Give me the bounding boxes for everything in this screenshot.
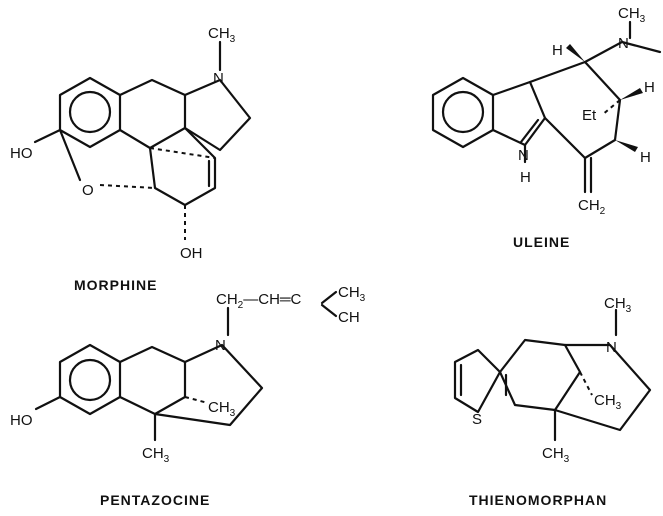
pentazocine-lower-alkene-methyl-bond [320, 303, 338, 318]
uleine-ring-c [528, 60, 622, 160]
uleine-h1-label: H [552, 42, 563, 59]
morphine-ring-c [148, 126, 217, 207]
pentazocine-top-methyl-label: CH3 [338, 284, 366, 304]
pentazocine-methyl-hashed-bond [184, 396, 209, 404]
uleine-nh-h-label: H [520, 169, 531, 186]
thienomorphan-s-label: S [472, 411, 482, 428]
pentazocine-bottom-methyl-label: CH [338, 309, 360, 326]
uleine-n-label: N [618, 35, 629, 52]
uleine-name: ULEINE [513, 234, 570, 250]
morphine-oh-label: OH [180, 245, 203, 262]
pentazocine-aromatic-circle [68, 358, 112, 402]
morphine-structure: HO O OH N CH3 [10, 25, 252, 262]
thienomorphan-thiophene-ring [453, 348, 502, 414]
pentazocine-upper-methyl-bond [320, 290, 338, 305]
thienomorphan-methyl-hashed-bond [579, 371, 593, 396]
morphine-ring-b [118, 78, 187, 150]
morphine-o-label: O [82, 182, 94, 199]
pentazocine-bridge-methyl-label: CH3 [208, 399, 236, 419]
uleine-n-ring [583, 40, 662, 64]
uleine-h2-label: H [644, 79, 655, 96]
pentazocine-n-label: N [215, 337, 226, 354]
morphine-methyl-label: CH3 [208, 25, 236, 45]
pentazocine-piperidine-ring [153, 343, 264, 427]
pentazocine-ring-b [118, 345, 187, 416]
morphine-ho-bond [33, 128, 62, 144]
pentazocine-side-chain-label: CH2—CH═C [216, 291, 302, 311]
uleine-et-hashed-bond [601, 99, 621, 116]
pentazocine-ho-label: HO [10, 412, 33, 429]
morphine-piperidine-ring [183, 78, 252, 152]
uleine-h3-wedge [615, 140, 638, 152]
uleine-h1-wedge [566, 44, 585, 62]
thienomorphan-ring-b [498, 338, 582, 412]
morphine-aromatic-circle [68, 90, 112, 134]
uleine-pyrrole-ring [491, 80, 547, 147]
morphine-ether-hashed-bond [99, 184, 156, 189]
thienomorphan-methyl-label: CH3 [604, 295, 632, 315]
morphine-hashed-bridge [149, 147, 216, 159]
morphine-n-label: N [213, 70, 224, 87]
thienomorphan-bridge-methyl-label: CH3 [594, 392, 622, 412]
pentazocine-ho-bond [34, 395, 62, 411]
thienomorphan-n-label: N [606, 339, 617, 356]
morphine-name: MORPHINE [74, 277, 157, 293]
pentazocine-lower-methyl-label: CH3 [142, 445, 170, 465]
uleine-nh-n-label: N [518, 147, 529, 164]
thienomorphan-name: THIENOMORPHAN [469, 492, 607, 508]
morphine-ho-label: HO [10, 145, 33, 162]
uleine-methyl-label: CH3 [618, 5, 646, 25]
uleine-h3-label: H [640, 149, 651, 166]
morphine-ether-bond [58, 128, 82, 182]
thienomorphan-piperidine-ring [553, 343, 652, 432]
thienomorphan-lower-methyl-label: CH3 [542, 445, 570, 465]
pentazocine-structure: HO N CH2—CH═C CH3 CH CH3 CH3 [10, 284, 366, 465]
uleine-et-label: Et [582, 107, 597, 124]
uleine-structure: H N CH3 H Et H N H CH2 [431, 5, 662, 217]
uleine-pyrrole-double-bond [519, 118, 540, 144]
thienomorphan-structure: S N CH3 CH3 CH3 [453, 295, 652, 465]
uleine-h2-wedge [620, 88, 643, 100]
uleine-ch2-label: CH2 [578, 197, 606, 217]
pentazocine-name: PENTAZOCINE [100, 492, 210, 508]
uleine-aromatic-circle [441, 90, 485, 134]
